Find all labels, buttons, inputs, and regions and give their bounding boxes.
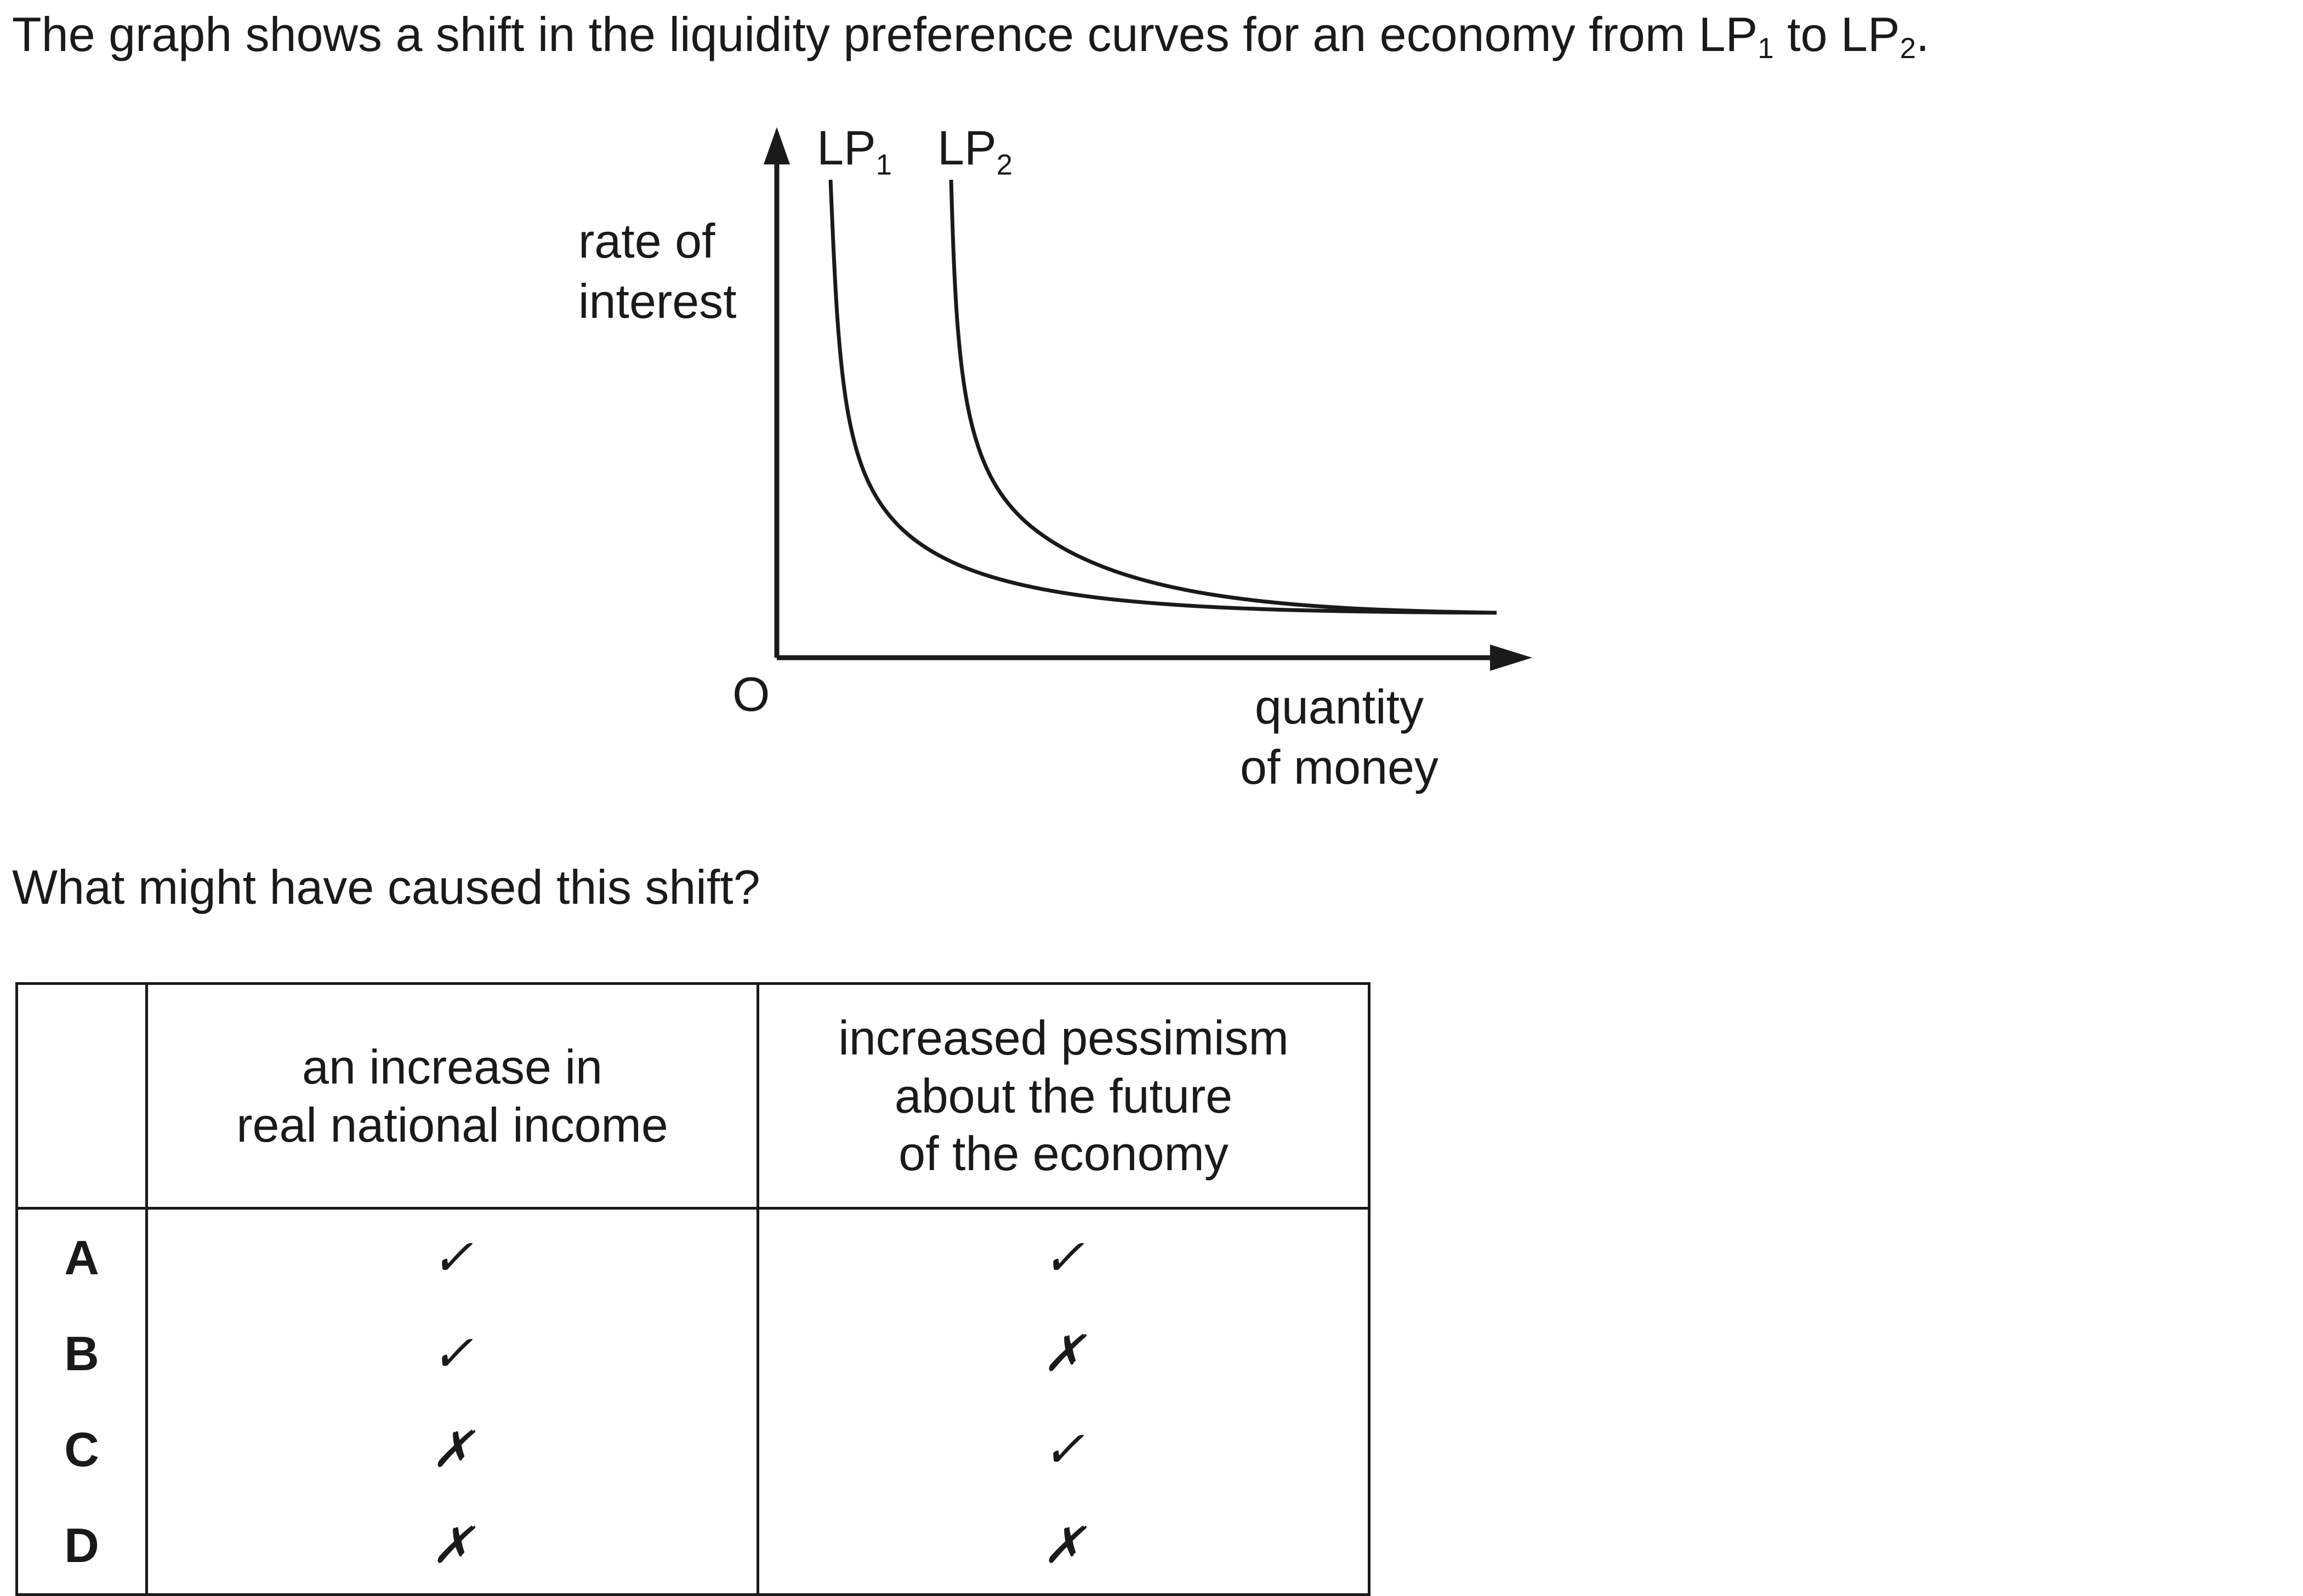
x-axis-label-line2: of money [1240, 740, 1438, 794]
lp1-label: LP1 [817, 118, 892, 181]
x-axis-arrowhead [1490, 645, 1532, 671]
row-col1-mark: ✗ [145, 1401, 759, 1497]
header-blank-cell [15, 982, 148, 1210]
row-col2-mark: ✓ [757, 1207, 1371, 1306]
row-col1-mark: ✗ [145, 1497, 759, 1596]
row-col2-mark: ✗ [757, 1306, 1371, 1401]
intro-sub-1: 1 [1758, 32, 1774, 65]
x-axis-label-line1: quantity [1254, 680, 1424, 734]
y-axis-arrowhead [764, 127, 790, 164]
x-axis-label: quantity of money [1240, 677, 1438, 797]
header-pessimism: increased pessimism about the future of … [757, 982, 1371, 1210]
answer-table: an increase in real national income incr… [15, 982, 1371, 1596]
header-col1-text: an increase in real national income [236, 1039, 668, 1152]
row-letter: A [15, 1207, 148, 1306]
y-axis-label-line1: rate of [578, 214, 715, 268]
y-axis-label: rate of interest [578, 211, 737, 332]
row-letter: D [15, 1497, 148, 1596]
table-row: B ✓ ✗ [15, 1306, 1371, 1401]
table-row: C ✗ ✓ [15, 1401, 1371, 1497]
row-letter: C [15, 1401, 148, 1497]
y-axis-label-line2: interest [578, 274, 737, 328]
table-row: A ✓ ✓ [15, 1207, 1371, 1306]
intro-main: The graph shows a shift in the liquidity… [12, 7, 1758, 61]
header-real-national-income: an increase in real national income [145, 982, 759, 1210]
intro-sub-2: 2 [1900, 32, 1916, 65]
lp2-label-sub: 2 [996, 149, 1013, 181]
intro-to: to LP [1773, 7, 1900, 61]
lp2-label: LP2 [937, 118, 1013, 181]
liquidity-preference-graph [764, 127, 1532, 671]
origin-label: O [732, 667, 770, 721]
row-col2-mark: ✓ [757, 1401, 1371, 1497]
row-letter: B [15, 1306, 148, 1401]
header-col2-text: increased pessimism about the future of … [838, 1011, 1289, 1181]
lp1-label-sub: 1 [875, 149, 892, 181]
intro-end: . [1915, 7, 1930, 61]
intro-text: The graph shows a shift in the liquidity… [12, 7, 1930, 65]
table-row: D ✗ ✗ [15, 1497, 1371, 1596]
lp2-curve [949, 179, 1497, 615]
table-header-row: an increase in real national income incr… [15, 982, 1371, 1210]
row-col2-mark: ✗ [757, 1497, 1371, 1596]
row-col1-mark: ✓ [145, 1207, 759, 1306]
lp1-label-name: LP [817, 121, 876, 175]
row-col1-mark: ✓ [145, 1306, 759, 1401]
question-text: What might have caused this shift? [12, 860, 760, 914]
lp2-label-name: LP [937, 121, 997, 175]
lp1-curve [828, 179, 1497, 615]
